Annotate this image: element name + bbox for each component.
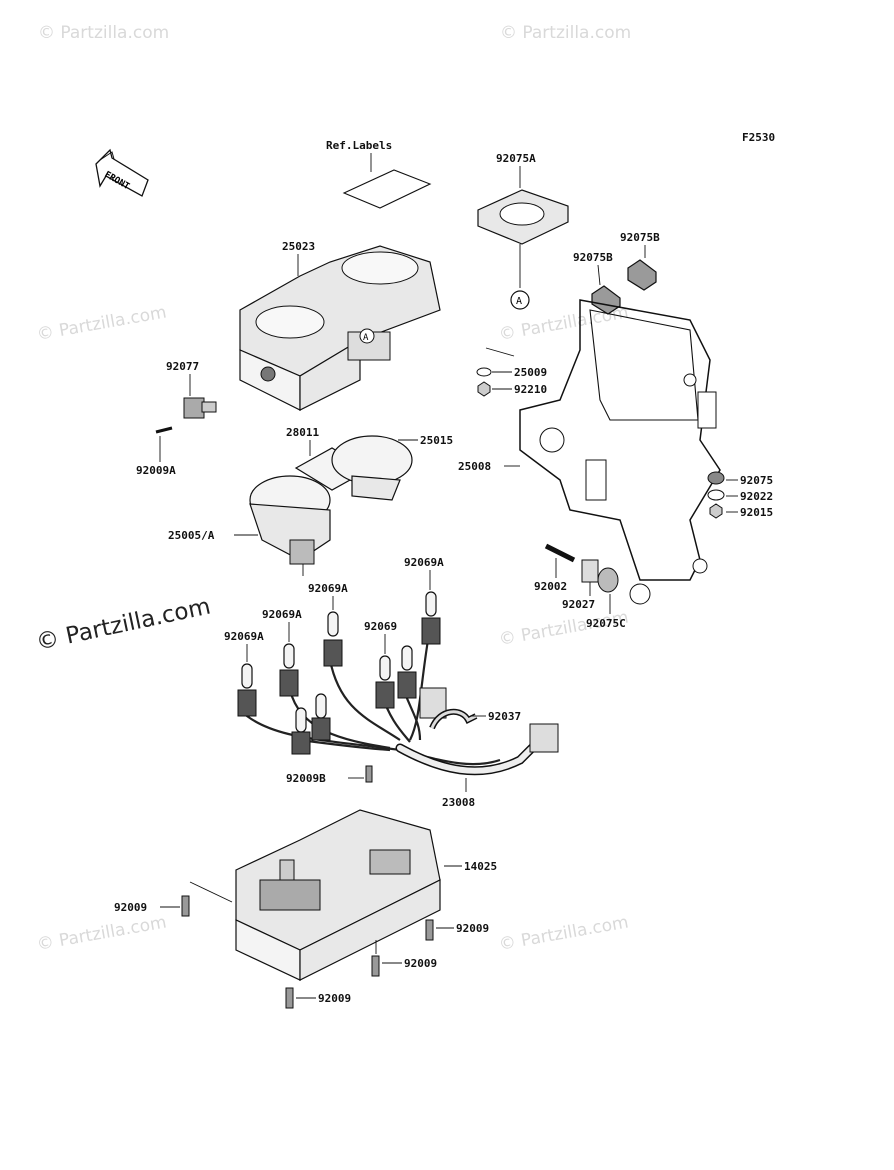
bulb-sockets [237,591,441,755]
label-92075: 92075 [740,474,773,487]
ref-labels-label: Ref.Labels [326,139,392,152]
label-92027: 92027 [562,598,595,611]
label-92009-4: 92009 [318,992,351,1005]
label-23008: 23008 [442,796,475,809]
label-92075b-1: 92075B [620,231,660,244]
label-92009a: 92009A [136,464,176,477]
meter-assembly: 28011 25015 25005/A [168,426,453,576]
label-25005a: 25005/A [168,529,215,542]
fasteners-lower: 92002 92027 92075C [534,543,626,630]
marker-a: A [363,333,369,343]
label-92069a-1: 92069A [404,556,444,569]
label-25008: 25008 [458,460,491,473]
grommet-92075a: 92075A A [477,152,569,310]
label-92077: 92077 [166,360,199,373]
bracket-25008: 25008 [458,299,721,605]
label-92009-3: 92009 [404,957,437,970]
label-25023: 25023 [282,240,315,253]
watermark: © Partzilla.com [35,912,168,954]
label-92069a-2: 92069A [308,582,348,595]
watermark: © Partzilla.com [38,23,169,43]
label-92015: 92015 [740,506,773,519]
watermark-main: © Partzilla.com [34,594,213,656]
front-arrow-icon: FRONT [95,148,149,197]
label-14025: 14025 [464,860,497,873]
label-25015: 25015 [420,434,453,447]
label-92075a: 92075A [496,152,536,165]
label-92075b-2: 92075B [573,251,613,264]
label-25009: 25009 [514,366,547,379]
watermark: © Partzilla.com [497,912,630,954]
box-14025: 14025 [235,809,497,981]
label-92037: 92037 [488,710,521,723]
label-92069: 92069 [364,620,397,633]
fasteners-25009-92210: 25009 92210 [476,347,547,397]
watermark: © Partzilla.com [500,23,631,43]
label-28011: 28011 [286,426,319,439]
grommet-92075b: 92075B 92075B [573,231,660,315]
label-92009b: 92009B [286,772,326,785]
fasteners-right: 92075 92022 92015 [707,471,773,519]
label-92022: 92022 [740,490,773,503]
label-92009-1: 92009 [114,901,147,914]
label-92009-2: 92009 [456,922,489,935]
marker-a-circle [510,290,530,310]
harness-23008: 23008 92069A 92069A 92069A 92069A [224,556,559,809]
ref-labels-part: Ref.Labels [326,139,432,209]
label-92069a-4: 92069A [224,630,264,643]
label-92002: 92002 [534,580,567,593]
figure-code: F2530 [742,131,775,144]
label-92069a-3: 92069A [262,608,302,621]
label-92075c: 92075C [586,617,626,630]
screws-92009: 92009 92009 92009 92009 [114,881,489,1009]
meter-case-25023: 25023 A [239,240,441,411]
marker-a: A [516,296,522,307]
gear-92077: 92077 92009A [136,360,217,477]
label-92210: 92210 [514,383,547,396]
watermark: © Partzilla.com [35,302,168,344]
